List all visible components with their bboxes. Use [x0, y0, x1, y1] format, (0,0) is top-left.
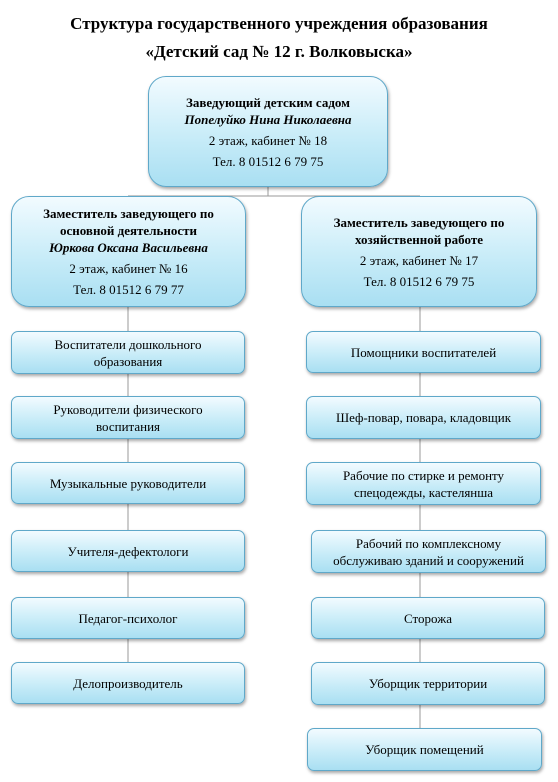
unit-label: Рабочие по стирке и ремонту — [342, 467, 505, 483]
unit-label: Педагог-психолог — [78, 610, 178, 626]
unit-label: Музыкальные руководители — [49, 475, 207, 491]
unit-box-right: Сторожа — [311, 597, 545, 639]
head-name: Попелуйко Нина Николаевна — [184, 111, 352, 127]
head-box: Заведующий детским садом Попелуйко Нина … — [148, 76, 388, 187]
deputy-econ-position-line-2: хозяйственной работе — [355, 231, 483, 247]
deputy-econ-position-line-1: Заместитель заведующего по — [333, 214, 505, 230]
deputy-main-office: 2 этаж, кабинет № 16 — [69, 261, 188, 276]
unit-box-right: Рабочий по комплексному обслуживаю здани… — [311, 530, 546, 573]
unit-label: Помощники воспитателей — [350, 344, 497, 360]
head-office: 2 этаж, кабинет № 18 — [208, 132, 328, 148]
unit-box-left: Делопроизводитель — [11, 662, 245, 704]
deputy-main-position-line-2: основной деятельности — [59, 223, 198, 238]
deputy-econ-phone: Тел. 8 01512 6 79 75 — [363, 273, 475, 289]
chart-title-line-2: «Детский сад № 12 г. Волковыска» — [145, 42, 413, 61]
unit-box-right: Уборщик помещений — [307, 728, 542, 771]
unit-box-right: Шеф-повар, повара, кладовщик — [306, 396, 541, 439]
unit-box-left: Воспитатели дошкольного образования — [11, 331, 245, 374]
unit-box-right: Рабочие по стирке и ремонту спецодежды, … — [306, 462, 541, 505]
chart-title-line-1: Структура государственного учреждения об… — [70, 14, 488, 33]
deputy-main-phone: Тел. 8 01512 6 79 77 — [73, 282, 184, 297]
unit-label: Сторожа — [404, 610, 452, 626]
unit-label: воспитания — [95, 418, 161, 434]
unit-label: образования — [93, 353, 163, 369]
unit-label: Воспитатели дошкольного — [54, 336, 202, 352]
unit-label: Уборщик территории — [368, 676, 488, 691]
unit-label: обслуживаю зданий и сооружений — [333, 552, 524, 568]
unit-label: Делопроизводитель — [73, 675, 183, 691]
unit-box-right: Уборщик территории — [311, 662, 545, 705]
deputy-econ-office: 2 этаж, кабинет № 17 — [359, 252, 479, 268]
unit-box-left: Руководители физического воспитания — [11, 396, 245, 439]
deputy-main-position-line-1: Заместитель заведующего по — [43, 206, 214, 221]
unit-label: спецодежды, кастелянша — [353, 484, 494, 500]
unit-box-left: Учителя-дефектологи — [11, 530, 245, 572]
unit-label: Руководители физического — [53, 401, 203, 417]
unit-label: Уборщик помещений — [365, 742, 484, 757]
deputy-main-name: Юркова Оксана Васильевна — [49, 240, 208, 255]
deputy-econ-box: Заместитель заведующего по хозяйственной… — [301, 196, 537, 307]
deputy-main-box: Заместитель заведующего по основной деят… — [11, 196, 246, 307]
unit-box-left: Музыкальные руководители — [11, 462, 245, 504]
unit-label: Шеф-повар, повара, кладовщик — [335, 410, 512, 425]
head-phone: Тел. 8 01512 6 79 75 — [212, 153, 324, 169]
unit-box-right: Помощники воспитателей — [306, 331, 541, 373]
head-position: Заведующий детским садом — [185, 94, 351, 110]
unit-box-left: Педагог-психолог — [11, 597, 245, 639]
unit-label: Рабочий по комплексному — [355, 535, 502, 551]
unit-label: Учителя-дефектологи — [67, 543, 189, 559]
